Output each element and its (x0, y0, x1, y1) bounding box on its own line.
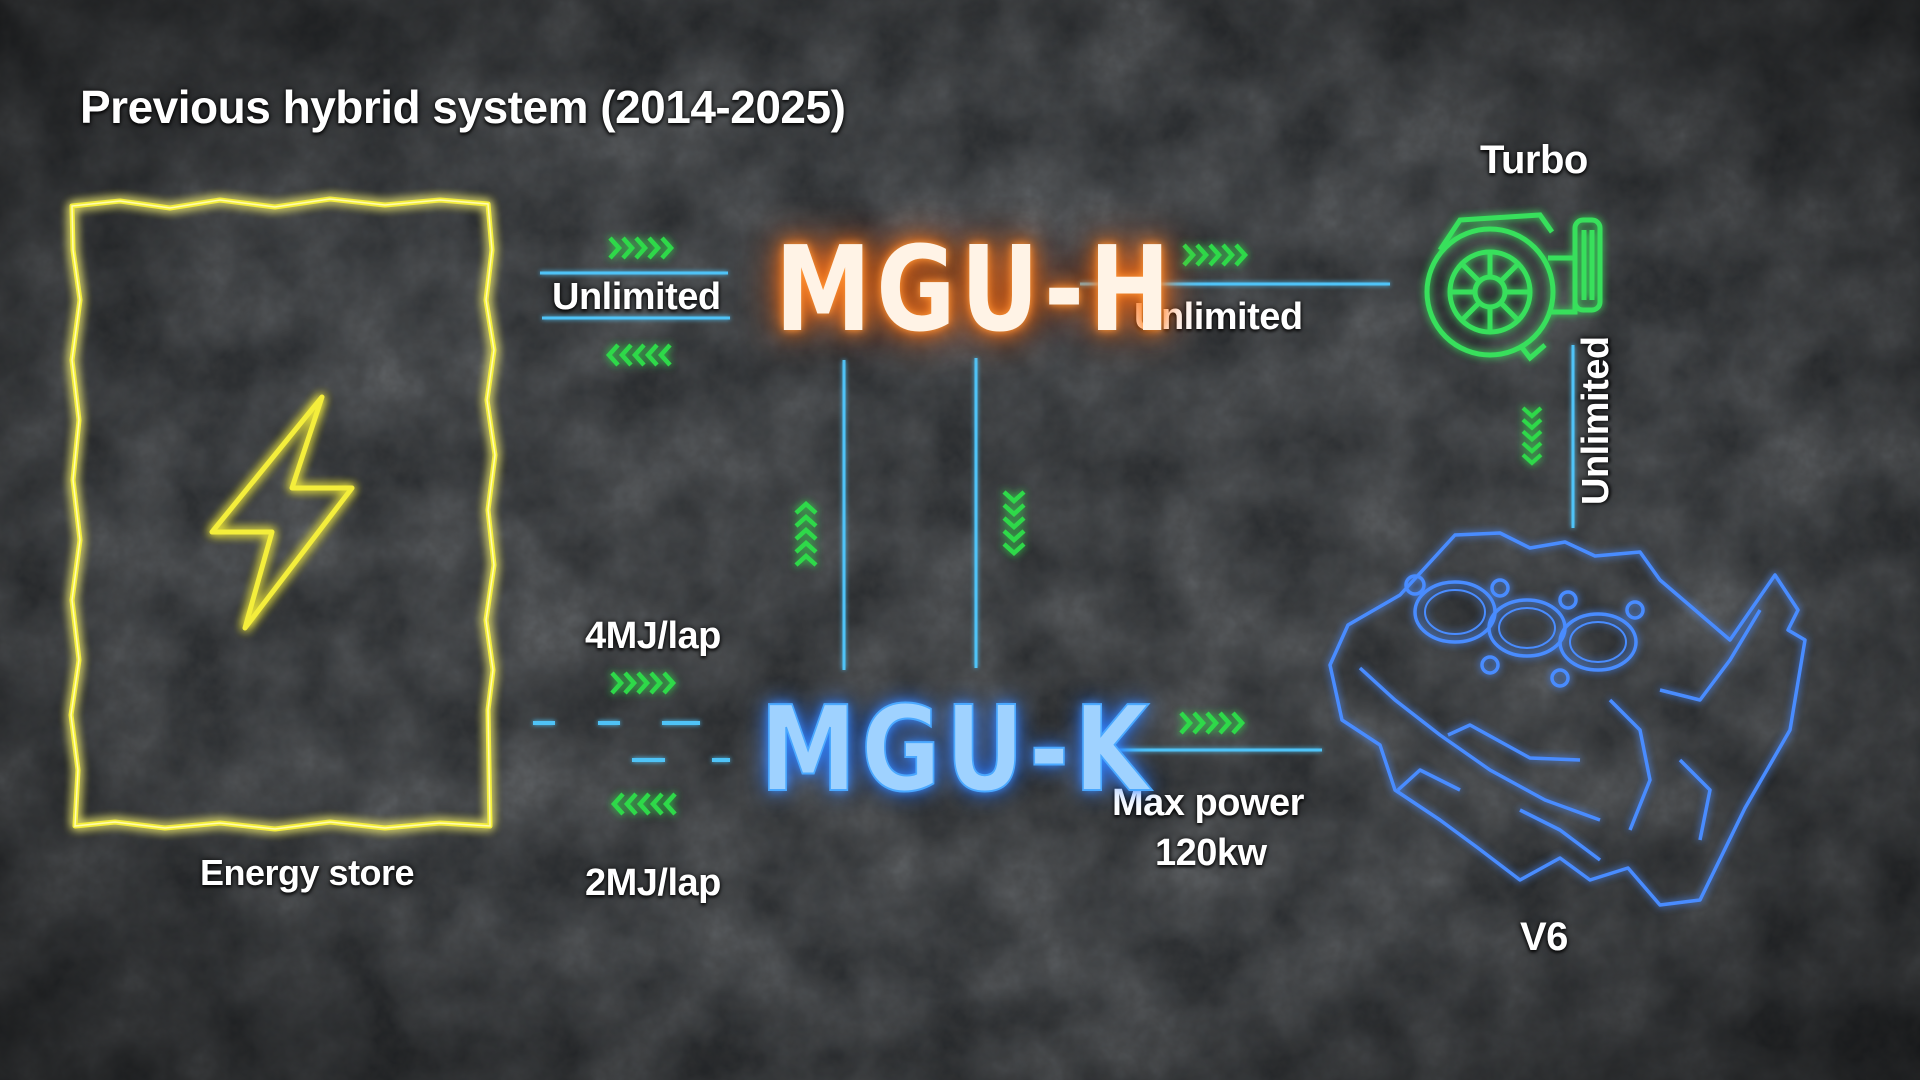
label-mguh-turbo: Unlimited (1134, 296, 1303, 338)
lightning-bolt-icon (209, 394, 355, 631)
label-max-power: Max power (1112, 782, 1304, 824)
arrow-mguk-to-mguh (796, 504, 816, 565)
label-turbo-engine: Unlimited (1575, 336, 1617, 505)
arrow-energy-to-mguh (610, 238, 671, 258)
arrow-mguk-to-engine (1181, 713, 1242, 733)
arrow-mguh-to-energy (609, 345, 670, 365)
mgu-k-label: MGU-K (759, 679, 1155, 819)
arrow-turbo-to-engine (1523, 408, 1541, 463)
label-mguk-to-energy: 2MJ/lap (585, 862, 721, 904)
label-energy-store: Energy store (200, 852, 415, 893)
arrow-mguh-to-mguk (1004, 492, 1024, 553)
energy-store-battery (68, 196, 498, 832)
turbocharger-icon (1424, 212, 1603, 362)
label-turbo: Turbo (1480, 138, 1588, 182)
page-title: Previous hybrid system (2014-2025) (80, 81, 846, 133)
arrow-energy-to-mguk (612, 673, 673, 693)
label-max-power-value: 120kw (1155, 832, 1267, 874)
arrow-mguh-to-turbo (1184, 245, 1245, 265)
engine-block-icon (1328, 531, 1807, 907)
label-v6: V6 (1520, 915, 1568, 959)
mgu-h-label: MGU-H (775, 220, 1176, 358)
label-energy-mguh: Unlimited (552, 276, 721, 318)
label-energy-to-mguk: 4MJ/lap (585, 615, 721, 657)
connector-lines (533, 271, 1575, 762)
arrow-mguk-to-energy (614, 794, 675, 814)
